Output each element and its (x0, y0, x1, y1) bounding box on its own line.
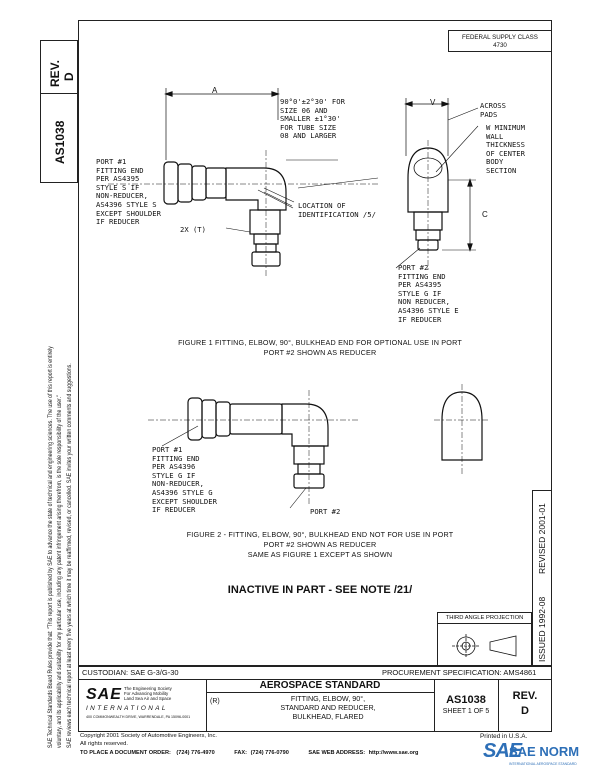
sae-tagline-2: For Advancing Mobility (124, 691, 169, 696)
projection-label: THIRD ANGLE PROJECTION (438, 613, 531, 624)
revised-date: REVISED 2001-01 (537, 503, 547, 574)
figure1-caption-line1: FIGURE 1 FITTING, ELBOW, 90°, BULKHEAD E… (178, 338, 462, 347)
figure2-caption-line2: PORT #2 SHOWN AS REDUCER (263, 540, 377, 549)
drawing-frame (78, 20, 552, 666)
procurement: PROCUREMENT SPECIFICATION: AMS4861 (382, 668, 537, 677)
projection-symbol (452, 634, 517, 658)
legal-line-3: SAE reviews each technical report at lea… (66, 363, 73, 748)
rev-box: REV. D (40, 40, 78, 94)
figure2-caption: FIGURE 2 - FITTING, ELBOW, 90°, BULKHEAD… (100, 530, 540, 560)
across-pads-note: ACROSS PADS (480, 101, 506, 119)
inactive-note: INACTIVE IN PART - SEE NOTE /21/ (227, 584, 413, 596)
tb-vline-3 (498, 679, 499, 732)
web-label: SAE WEB ADDRESS: (308, 750, 366, 756)
angle-note: 90°0'±2°30' FOR SIZE 06 AND SMALLER ±1°3… (280, 97, 345, 141)
figure2-caption-line1: FIGURE 2 - FITTING, ELBOW, 90°, BULKHEAD… (186, 530, 454, 539)
watermark-sub: INTERNATIONAL AEROSPACE STANDARD (509, 762, 577, 766)
rev-text: REV. (48, 60, 62, 87)
sheet-number: SHEET 1 OF 5 (442, 708, 490, 715)
fig1-port1-note: PORT #1 FITTING END PER AS4395 STYLE S I… (96, 157, 161, 227)
sae-tagline-1: The Engineering Society (124, 686, 172, 691)
fig2-port2-label: PORT #2 (310, 507, 341, 516)
dim-v-label: V (430, 98, 436, 107)
fsc-number: 4730 (493, 42, 507, 49)
legal-line-1: SAE Technical Standards Board Rules prov… (47, 346, 54, 748)
figure2-caption-line3: SAME AS FIGURE 1 EXCEPT AS SHOWN (247, 550, 393, 559)
order-line: TO PLACE A DOCUMENT ORDER: (724) 776-497… (80, 750, 418, 756)
rev-value: D (62, 72, 76, 81)
tb-vline-2 (434, 679, 435, 732)
watermark-logo: SAE SAE NORM INTERNATIONAL AEROSPACE STA… (483, 740, 599, 774)
order-label: TO PLACE A DOCUMENT ORDER: (80, 750, 171, 756)
watermark-sae: SAE (483, 740, 522, 762)
title-divider (78, 679, 552, 680)
location-note: LOCATION OF IDENTIFICATION /5/ (298, 201, 376, 219)
sae-international: INTERNATIONAL (86, 705, 168, 712)
fax-label: FAX: (234, 750, 247, 756)
dim-a-label: A (212, 86, 218, 95)
rev-value-text: D (62, 72, 76, 81)
fsc-box: FEDERAL SUPPLY CLASS 4730 (448, 30, 552, 52)
web-url[interactable]: http://www.sae.org (368, 750, 419, 756)
rights: All rights reserved. (80, 741, 129, 747)
sae-logo-block: SAE The Engineering Society For Advancin… (80, 682, 206, 730)
doc-number-side: AS1038 (53, 120, 67, 164)
doc-number-box: AS1038 (40, 93, 78, 183)
issued-date: ISSUED 1992-08 (537, 596, 547, 662)
fig1-port2-note: PORT #2 FITTING END PER AS4395 STYLE G I… (398, 263, 459, 324)
title-line-2: STANDARD AND REDUCER, (280, 703, 376, 712)
figure1-caption-line2: PORT #2 SHOWN AS REDUCER (263, 348, 377, 357)
order-phone: (724) 776-4970 (176, 750, 215, 756)
sae-taglines: The Engineering Society For Advancing Mo… (124, 686, 172, 701)
dates-strip (532, 490, 552, 666)
figure1-caption: FIGURE 1 FITTING, ELBOW, 90°, BULKHEAD E… (100, 338, 540, 358)
watermark-norm: SAE NORM (509, 744, 580, 759)
printed-in: Printed in U.S.A. (480, 733, 528, 740)
standard-type: AEROSPACE STANDARD (206, 680, 434, 693)
sae-tagline-3: Land Sea Air and Space (124, 696, 172, 701)
copyright: Copyright 2001 Society of Automotive Eng… (80, 733, 217, 739)
figure2-drawing (148, 384, 490, 509)
rev-label: REV. (48, 60, 62, 87)
title-line-3: BULKHEAD, FLARED (292, 712, 364, 721)
fax-phone: (724) 776-0790 (250, 750, 289, 756)
wall-note: W MINIMUM WALL THICKNESS OF CENTER BODY … (486, 123, 525, 175)
title-block (78, 666, 552, 732)
custodian: CUSTODIAN: SAE G-3/G-30 (82, 668, 179, 677)
sae-address: 400 COMMONWEALTH DRIVE, WARRENDALE, PA 1… (86, 715, 191, 719)
legal-line-2: voluntary, and its applicability and sui… (56, 395, 63, 748)
registered-mark: (R) (210, 698, 220, 705)
projection-box: THIRD ANGLE PROJECTION (437, 612, 532, 666)
title-text: FITTING, ELBOW, 90°, STANDARD AND REDUCE… (222, 694, 434, 721)
tb-doc-number: AS1038 (446, 694, 486, 706)
tb-rev-label: REV. (512, 690, 538, 702)
title-line-1: FITTING, ELBOW, 90°, (290, 694, 366, 703)
fig2-port1-note: PORT #1 FITTING END PER AS4396 STYLE G I… (152, 445, 217, 515)
tb-rev-value: D (521, 705, 529, 717)
figure1-drawing (108, 88, 479, 276)
tb-vline-1 (206, 679, 207, 732)
sae-logo: SAE (86, 686, 122, 703)
dim-2x-label: 2X (T) (180, 225, 206, 234)
dim-c-label: C (482, 210, 488, 219)
fsc-label: FEDERAL SUPPLY CLASS (462, 34, 538, 41)
